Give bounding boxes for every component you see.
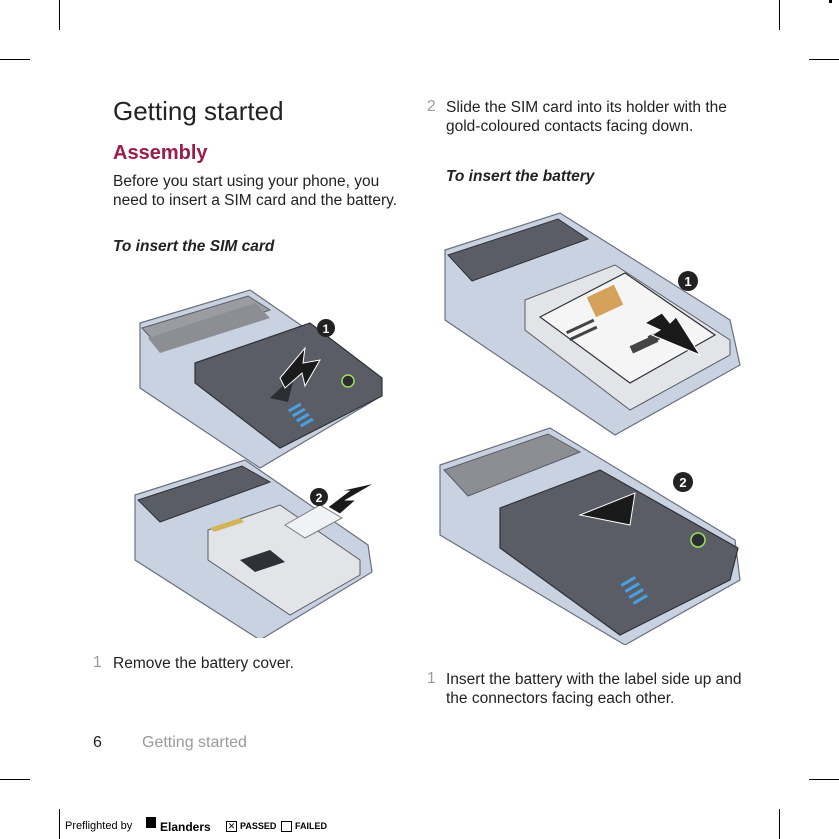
section-title: Assembly — [113, 142, 208, 164]
step-text: Insert the battery with the label side u… — [446, 671, 742, 707]
preflight-label: Preflighted by — [65, 820, 133, 832]
crop-mark — [59, 0, 60, 30]
callout-2: 2 — [316, 491, 323, 505]
crop-mark — [779, 809, 780, 839]
step-number: 1 — [427, 670, 436, 687]
step-text: Remove the battery cover. — [113, 655, 294, 672]
insert-sim-arrow-icon — [327, 482, 376, 515]
failed-label: FAILED — [295, 821, 328, 831]
page-number: 6 — [93, 734, 102, 751]
preflight-strip: Preflighted by Elanders ✕ PASSED FAILED — [0, 808, 839, 839]
passed-label: PASSED — [240, 821, 277, 831]
page-title: Getting started — [113, 96, 284, 126]
callout-1: 1 — [684, 274, 691, 289]
battery-heading: To insert the battery — [446, 168, 595, 185]
remove-cover-arrow-icon — [279, 346, 321, 389]
running-head: Getting started — [142, 734, 247, 751]
step-number: 1 — [93, 654, 102, 671]
crop-mark — [829, 0, 832, 3]
crop-mark — [59, 809, 60, 839]
elanders-logo-icon — [146, 817, 156, 828]
sim-insertion-illustration: 1 2 — [134, 289, 383, 638]
step-text: Slide the SIM card into its holder with … — [446, 99, 727, 135]
crop-mark — [809, 779, 839, 780]
callout-2: 2 — [679, 475, 686, 490]
callout-1: 1 — [323, 322, 330, 336]
intro-paragraph: Before you start using your phone, you n… — [113, 173, 398, 209]
passed-checkbox: ✕ — [226, 821, 237, 832]
failed-checkbox — [281, 821, 292, 832]
crop-mark — [779, 0, 780, 30]
step-number: 2 — [427, 98, 436, 115]
crop-mark — [0, 779, 30, 780]
battery-insertion-illustration: 1 2 — [439, 212, 741, 645]
insert-battery-arrow-icon — [643, 312, 702, 357]
crop-mark — [0, 59, 30, 60]
preflight-brand: Elanders — [160, 820, 211, 834]
crop-mark — [809, 59, 839, 60]
sim-heading: To insert the SIM card — [113, 238, 275, 255]
slide-cover-arrow-icon — [578, 492, 636, 526]
